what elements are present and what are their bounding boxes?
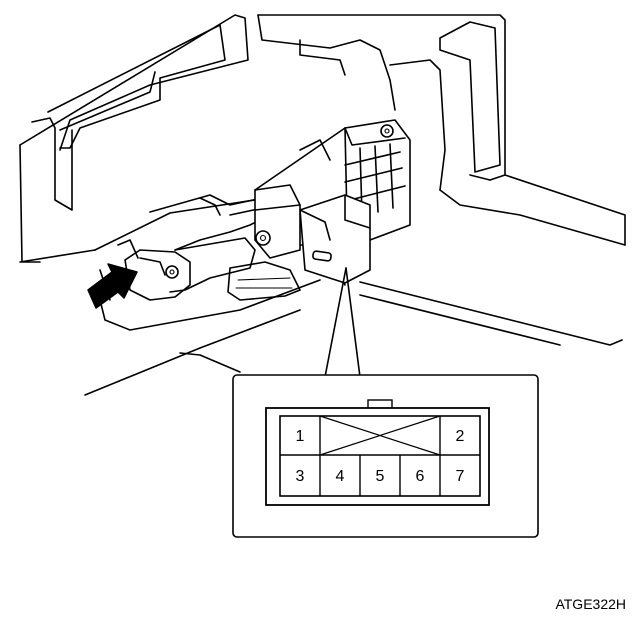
connector-pin-grid xyxy=(279,415,481,497)
pin-number: 6 xyxy=(416,468,425,485)
figure-code: ATGE322H xyxy=(555,596,626,612)
pin-number: 1 xyxy=(296,428,305,445)
pin-number: 5 xyxy=(376,468,385,485)
pointer-arrow xyxy=(87,263,138,309)
diagnostic-connector-housing xyxy=(254,119,411,284)
connector-detail-callout: 1 2 3 4 5 6 7 xyxy=(232,374,539,538)
unused-cavity-mark xyxy=(319,415,441,456)
pin-number: 2 xyxy=(456,428,465,445)
pin-number: 3 xyxy=(296,468,305,485)
pin-number: 4 xyxy=(336,468,345,485)
pin-number: 7 xyxy=(456,468,465,485)
callout-leader xyxy=(239,267,531,378)
